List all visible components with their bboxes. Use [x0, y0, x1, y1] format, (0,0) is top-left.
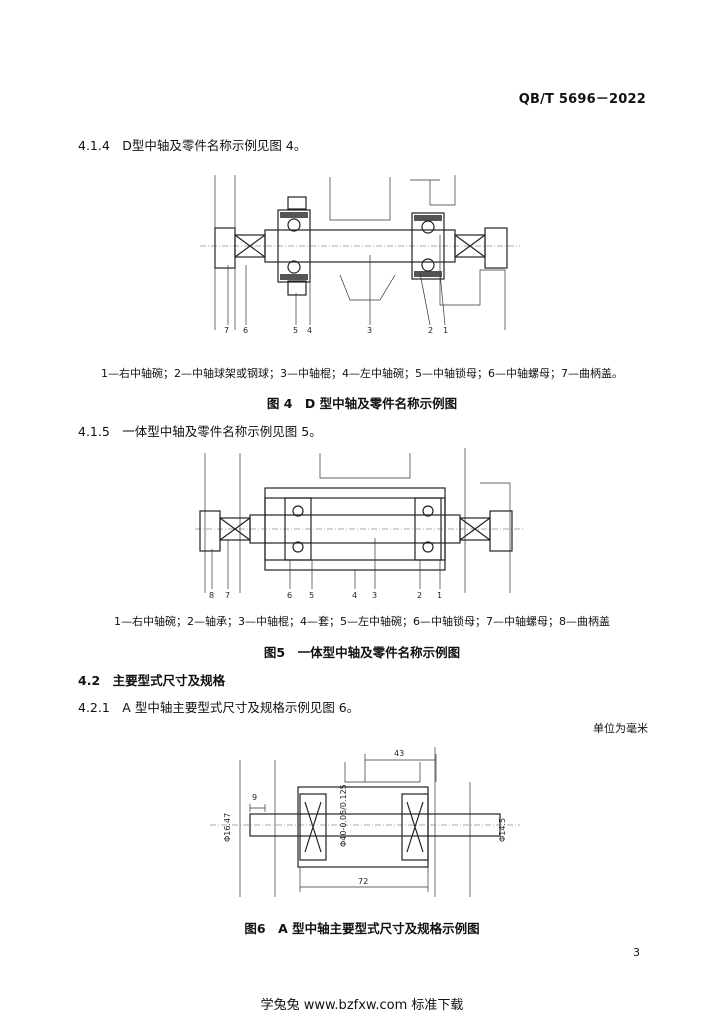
- fig4-label-7: 7: [224, 326, 229, 335]
- fig6-dim-72: 72: [358, 877, 368, 886]
- fig6-dim-43: 43: [394, 749, 404, 758]
- section-4-1-4: 4.1.4 D型中轴及零件名称示例见图 4。: [78, 138, 307, 153]
- figure-6-caption: 图6 A 型中轴主要型式尺寸及规格示例图: [244, 921, 480, 936]
- figure-6-diagram: 43 9 72 Φ16.47 Φ40-0.05/0.125 Φ14.5: [210, 747, 520, 897]
- watermark-footer: 学兔兔 www.bzfxw.com 标准下载: [260, 998, 464, 1013]
- fig4-label-1: 1: [443, 326, 448, 335]
- figure-5-legend: 1—右中轴碗；2—轴承；3—中轴棍；4—套；5—左中轴碗；6—中轴锁母；7—中轴…: [114, 615, 610, 628]
- fig6-dim-phi-mid: Φ40-0.05/0.125: [339, 784, 348, 847]
- figure-4-diagram: 7 6 5 4 3 2 1: [200, 175, 520, 335]
- fig5-label-7: 7: [225, 591, 230, 600]
- figure-4-legend: 1—右中轴碗；2—中轴球架或钢球；3—中轴棍；4—左中轴碗；5—中轴锁母；6—中…: [101, 367, 623, 380]
- section-4-1-5: 4.1.5 一体型中轴及零件名称示例见图 5。: [78, 424, 322, 439]
- fig5-label-8: 8: [209, 591, 214, 600]
- fig5-label-4: 4: [352, 591, 357, 600]
- section-4-2-1: 4.2.1 A 型中轴主要型式尺寸及规格示例见图 6。: [78, 700, 360, 715]
- fig4-label-6: 6: [243, 326, 248, 335]
- fig6-dim-9: 9: [252, 793, 257, 802]
- unit-note: 单位为毫米: [593, 722, 648, 735]
- fig5-label-6: 6: [287, 591, 292, 600]
- fig4-label-3: 3: [367, 326, 372, 335]
- section-4-2-heading: 4.2 主要型式尺寸及规格: [78, 673, 226, 688]
- fig5-label-5: 5: [309, 591, 314, 600]
- fig4-label-2: 2: [428, 326, 433, 335]
- page-number: 3: [633, 946, 640, 959]
- fig4-label-4: 4: [307, 326, 312, 335]
- figure-4-caption: 图 4 D 型中轴及零件名称示例图: [266, 396, 458, 411]
- standard-number: QB/T 5696－2022: [518, 92, 646, 107]
- fig6-dim-phi-right: Φ14.5: [498, 818, 507, 842]
- fig5-label-3: 3: [372, 591, 377, 600]
- figure-5-diagram: 8 7 6 5 4 3 2 1: [195, 448, 525, 600]
- fig5-label-1: 1: [437, 591, 442, 600]
- figure-5-caption: 图5 一体型中轴及零件名称示例图: [263, 645, 461, 660]
- fig5-label-2: 2: [417, 591, 422, 600]
- fig4-label-5: 5: [293, 326, 298, 335]
- fig6-dim-phi-left: Φ16.47: [223, 813, 232, 842]
